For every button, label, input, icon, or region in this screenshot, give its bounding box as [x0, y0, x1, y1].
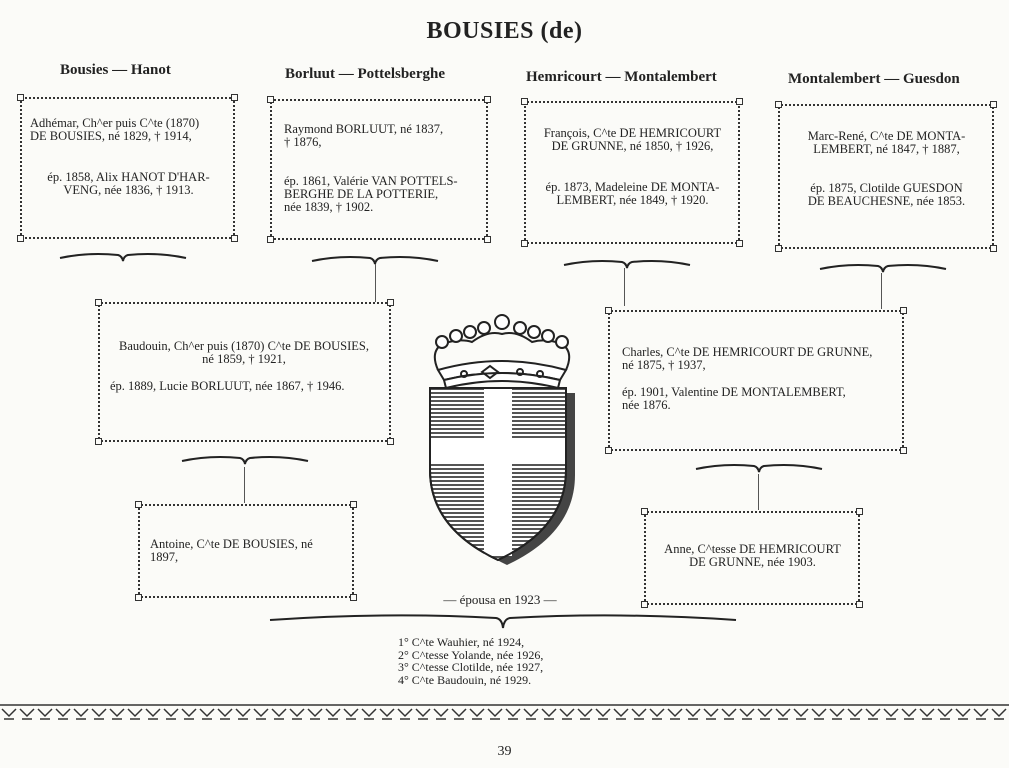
box-francois: François, C^te DE HEMRICOURT DE GRUNNE, … [521, 98, 743, 247]
header-hemricourt-montalembert: Hemricourt — Montalembert [526, 69, 717, 85]
box-charles-birth: Charles, C^te DE HEMRICOURT DE GRUNNE, n… [622, 345, 873, 372]
box-baudouin: Baudouin, Ch^er puis (1870) C^te DE BOUS… [95, 299, 394, 445]
box-raymond-marriage: ép. 1861, Valérie VAN POTTELS- BERGHE DE… [284, 174, 458, 214]
brace-baudouin [181, 456, 309, 465]
box-charles: Charles, C^te DE HEMRICOURT DE GRUNNE, n… [605, 307, 907, 454]
page-title: BOUSIES (de) [426, 18, 583, 44]
header-bousies-hanot: Bousies — Hanot [60, 62, 171, 78]
box-adhemar-marriage: ép. 1858, Alix HANOT D'HAR- VENG, née 18… [47, 170, 210, 197]
brace-francois [563, 260, 691, 269]
line-charles-anne [758, 474, 759, 510]
page-number: 39 [497, 744, 512, 759]
header-montalembert-guesdon: Montalembert — Guesdon [788, 71, 960, 87]
line-francois-charles [624, 268, 625, 306]
box-adhemar-birth: Adhémar, Ch^er puis C^te (1870) DE BOUSI… [30, 116, 200, 143]
header-borluut-pottelsberghe: Borluut — Pottelsberghe [285, 66, 445, 82]
box-baudouin-marriage: ép. 1889, Lucie BORLUUT, née 1867, † 194… [110, 379, 345, 393]
line-baudouin-antoine [244, 467, 245, 503]
brace-adhemar [59, 253, 187, 262]
children-list: 1° C^te Wauhier, né 1924, 2° C^tesse Yol… [398, 635, 544, 687]
box-adhemar: Adhémar, Ch^er puis C^te (1870) DE BOUSI… [17, 94, 238, 242]
line-raymond-baudouin [375, 264, 376, 302]
brace-marriage [269, 614, 737, 629]
box-francois-marriage: ép. 1873, Madeleine DE MONTA- LEMBERT, n… [545, 180, 720, 207]
box-marcrene-marriage: ép. 1875, Clotilde GUESDON DE BEAUCHESNE… [807, 181, 966, 208]
brace-charles [695, 464, 823, 473]
box-raymond-birth: Raymond BORLUUT, né 1837, † 1876, [284, 122, 444, 149]
box-anne: Anne, C^tesse DE HEMRICOURT DE GRUNNE, n… [641, 508, 863, 608]
box-antoine: Antoine, C^te DE BOUSIES, né 1897, [135, 501, 357, 601]
box-baudouin-birth: Baudouin, Ch^er puis (1870) C^te DE BOUS… [119, 339, 369, 366]
decorative-border [0, 702, 1009, 724]
box-anne-text: Anne, C^tesse DE HEMRICOURT DE GRUNNE, n… [664, 542, 841, 569]
box-marcrene-birth: Marc-René, C^te DE MONTA- LEMBERT, né 18… [807, 129, 966, 156]
married-caption: — épousa en 1923 — [443, 592, 557, 607]
line-marcrene-charles [881, 273, 882, 309]
box-francois-birth: François, C^te DE HEMRICOURT DE GRUNNE, … [543, 126, 722, 153]
box-charles-marriage: ép. 1901, Valentine DE MONTALEMBERT, née… [622, 385, 846, 412]
box-marcrene: Marc-René, C^te DE MONTA- LEMBERT, né 18… [775, 101, 997, 252]
brace-marcrene [819, 264, 947, 273]
box-antoine-text: Antoine, C^te DE BOUSIES, né 1897, [150, 537, 313, 564]
box-raymond: Raymond BORLUUT, né 1837, † 1876, ép. 18… [267, 96, 491, 243]
coat-of-arms-icon [429, 314, 575, 565]
